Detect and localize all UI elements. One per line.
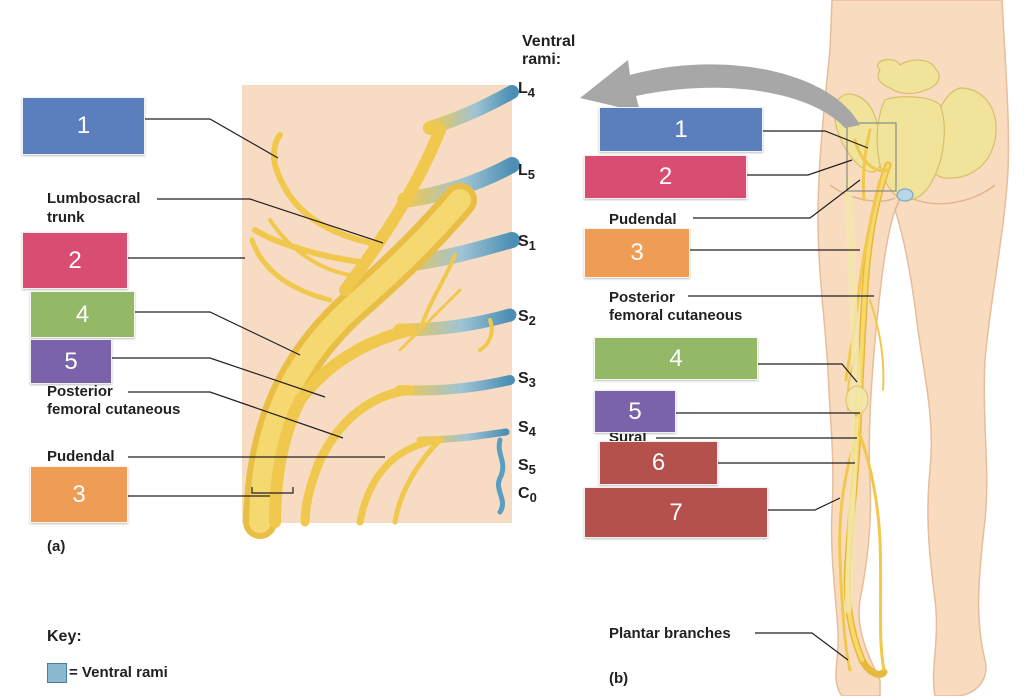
label-box-b-6[interactable]: 6 [599, 441, 718, 485]
posterior-femoral-cutaneous-label-line2: femoral cutaneous [47, 401, 181, 418]
caption-b: (b) [609, 670, 629, 687]
pudendal-label: Pudendal [47, 448, 115, 465]
ventral-rami-title-line1: Ventral [522, 33, 576, 50]
label-box-a-4[interactable]: 4 [30, 291, 135, 338]
label-box-b-2[interactable]: 2 [584, 155, 747, 199]
root-label-l5: L5 [518, 162, 536, 183]
caption-a: (a) [47, 538, 66, 555]
label-box-b-3[interactable]: 3 [584, 228, 690, 278]
pudendal-label-b: Pudendal [609, 211, 677, 228]
sacral-region-highlight [846, 122, 897, 192]
key-ventral-rami-label: = Ventral rami [69, 664, 168, 681]
root-label-s1: S1 [518, 233, 536, 254]
label-box-b-5[interactable]: 5 [594, 390, 676, 433]
key-swatch-ventral-rami [47, 663, 67, 683]
posterior-femoral-cutaneous-label-line1: Posterior [47, 383, 113, 400]
label-box-b-7[interactable]: 7 [584, 487, 768, 538]
sacral-plexus-nerves [243, 85, 520, 539]
label-box-b-1[interactable]: 1 [599, 107, 763, 152]
lumbosacral-trunk-label-line2: trunk [47, 209, 85, 226]
root-label-co: C0 [518, 485, 537, 506]
ventral-rami-title-line2: rami: [522, 51, 562, 68]
label-box-a-5[interactable]: 5 [30, 339, 112, 384]
root-label-s5: S5 [518, 457, 536, 478]
plantar-branches-label: Plantar branches [609, 625, 731, 642]
lumbosacral-trunk-label-line1: Lumbosacral [47, 190, 141, 207]
root-label-s3: S3 [518, 370, 536, 391]
label-box-b-4[interactable]: 4 [594, 337, 758, 380]
panel-b-leader-lines [656, 130, 874, 661]
root-label-l4: L4 [518, 80, 536, 101]
panel-a-leader-lines [112, 118, 385, 497]
posterior-femoral-cutaneous-label-b-line2: femoral cutaneous [609, 307, 743, 324]
label-box-a-2[interactable]: 2 [22, 232, 128, 289]
label-box-a-1[interactable]: 1 [22, 97, 145, 155]
key-title: Key: [47, 628, 82, 645]
leg-nerves [838, 128, 892, 678]
root-label-s2: S2 [518, 308, 536, 329]
posterior-femoral-cutaneous-label-b-line1: Posterior [609, 289, 675, 306]
zoom-arrow [580, 60, 860, 128]
label-box-a-3[interactable]: 3 [30, 466, 128, 523]
root-label-s4: S4 [518, 419, 536, 440]
